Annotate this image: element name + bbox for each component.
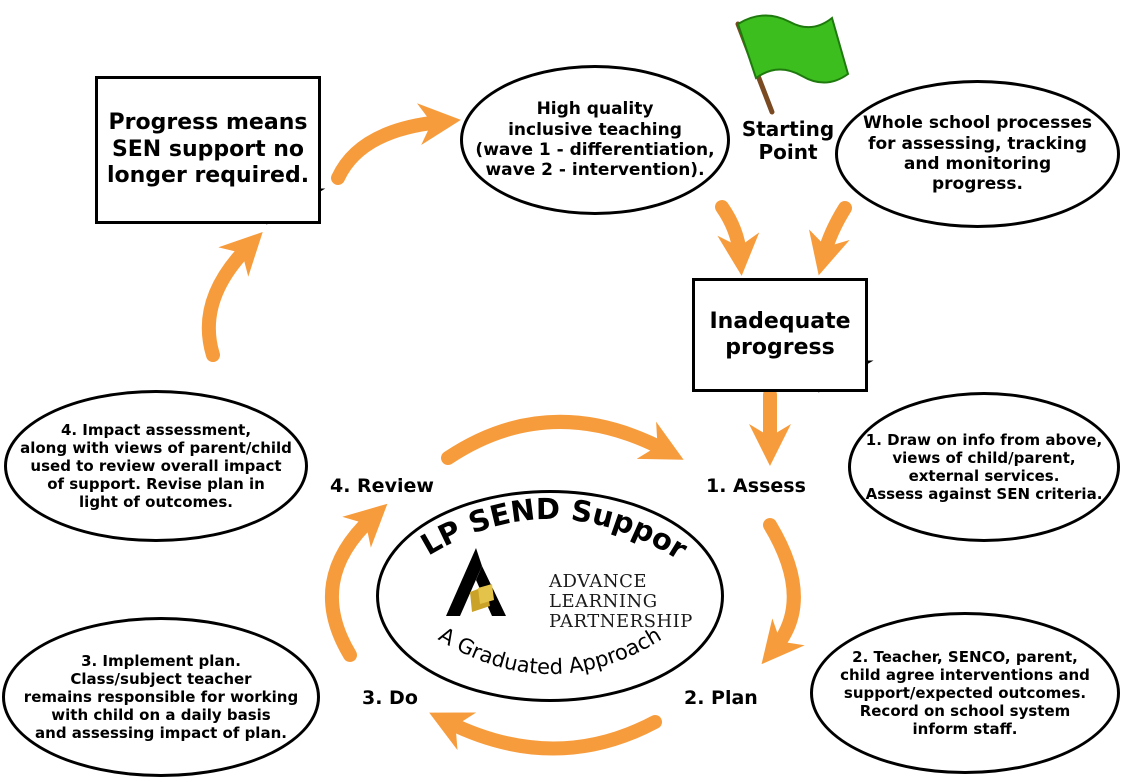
arrow-plan-to-do <box>429 712 662 756</box>
step-review-label: 4. Review <box>330 475 434 497</box>
whole-school-processes-oval: Whole school processes for assessing, tr… <box>835 80 1120 228</box>
arrow-teaching-to-inadequate <box>715 200 760 276</box>
logo-line-1: ADVANCE <box>549 571 648 592</box>
central-oval-text: ALP SEND Support A Graduated Approach <box>376 490 694 679</box>
whole-school-processes-text: Whole school processes for assessing, tr… <box>863 113 1092 195</box>
arrow-progress-to-teaching <box>331 103 461 185</box>
step-assess-label: 1. Assess <box>706 475 806 497</box>
logo-line-2: LEARNING <box>549 591 658 612</box>
inadequate-progress-note: Inadequate progress <box>692 278 868 392</box>
arrow-review-to-progress <box>201 232 263 362</box>
arrow-assess-to-plan <box>761 518 805 665</box>
arrow-processes-to-inadequate <box>808 201 852 276</box>
plan-detail-text: 2. Teacher, SENCO, parent, child agree i… <box>840 648 1090 738</box>
alp-logo-icon <box>446 548 506 616</box>
do-detail-text: 3. Implement plan. Class/subject teacher… <box>23 652 299 742</box>
assess-detail-oval: 1. Draw on info from above, views of chi… <box>848 392 1120 542</box>
high-quality-teaching-oval: High quality inclusive teaching (wave 1 … <box>460 65 730 215</box>
high-quality-teaching-text: High quality inclusive teaching (wave 1 … <box>475 99 715 181</box>
review-detail-oval: 4. Impact assessment, along with views o… <box>4 390 308 542</box>
flag-icon <box>735 14 850 115</box>
arrow-review-to-assess <box>441 415 684 465</box>
arrow-do-to-review <box>324 503 388 662</box>
step-plan-label: 2. Plan <box>684 687 758 709</box>
review-detail-text: 4. Impact assessment, along with views o… <box>20 421 292 511</box>
plan-detail-oval: 2. Teacher, SENCO, parent, child agree i… <box>810 612 1120 774</box>
progress-means-text: Progress means SEN support no longer req… <box>106 110 310 189</box>
central-title: ALP SEND Support <box>376 490 694 567</box>
inadequate-progress-text: Inadequate progress <box>709 308 851 360</box>
central-oval <box>376 490 724 702</box>
step-do-label: 3. Do <box>362 687 418 709</box>
progress-means-note: Progress means SEN support no longer req… <box>95 76 321 224</box>
starting-point-label: Starting Point <box>741 117 835 164</box>
logo-line-3: PARTNERSHIP <box>549 611 693 632</box>
do-detail-oval: 3. Implement plan. Class/subject teacher… <box>2 617 320 777</box>
assess-detail-text: 1. Draw on info from above, views of chi… <box>865 431 1103 503</box>
